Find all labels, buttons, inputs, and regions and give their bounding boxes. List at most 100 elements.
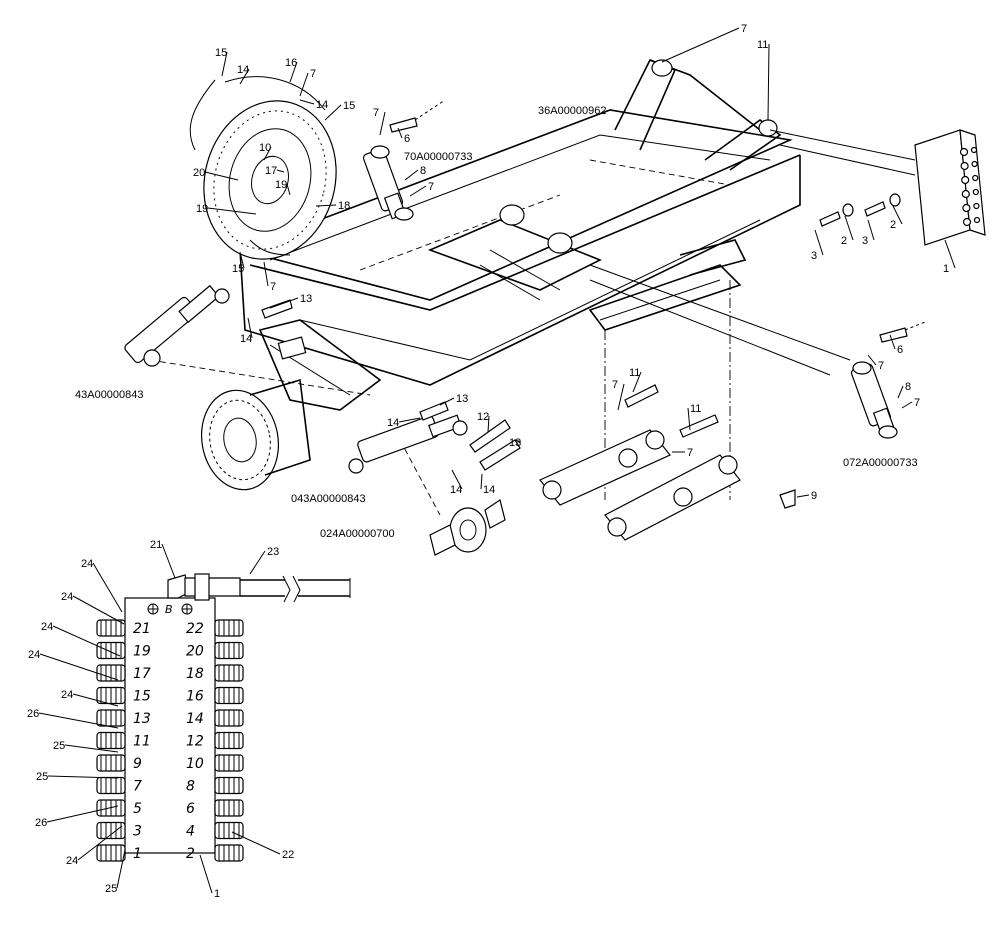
leader-line [397, 127, 403, 139]
callout-c9: 9 [811, 490, 817, 502]
fitting-left [96, 821, 126, 840]
callout-c3a: 3 [811, 250, 817, 262]
leader-line [52, 625, 121, 657]
leader-line [92, 562, 123, 613]
leader-line [64, 744, 119, 753]
leader-line [263, 261, 269, 287]
port-number-right: 22 [186, 621, 204, 637]
leader-lines [38, 27, 956, 894]
leader-line [897, 385, 904, 399]
callout-c7e: 7 [270, 281, 276, 293]
port-number-left: 9 [133, 756, 142, 772]
callout-c8a: 8 [420, 165, 426, 177]
callout-c7g: 7 [914, 397, 920, 409]
callout-c8b: 8 [905, 381, 911, 393]
leader-line [46, 805, 119, 823]
leader-line [72, 595, 125, 625]
link-arms [539, 429, 741, 541]
callout-c7d: 7 [428, 181, 434, 193]
leader-line [687, 407, 691, 431]
leader-line [844, 215, 854, 241]
leader-line [269, 297, 299, 309]
fitting-right [214, 641, 244, 660]
callout-c7c: 7 [373, 107, 379, 119]
callout-c14d: 14 [387, 417, 399, 429]
block-port [972, 174, 979, 182]
port-number-left: 7 [133, 779, 142, 795]
callout-c11b: 11 [629, 367, 640, 379]
callout-c7a: 7 [741, 23, 747, 35]
port-number-left: 17 [133, 666, 151, 682]
port-number-right: 4 [186, 824, 195, 840]
leader-line [814, 229, 824, 256]
leader-line [409, 185, 427, 197]
leader-line [286, 183, 291, 196]
callout-c24e: 24 [61, 689, 73, 701]
callout-c7i: 7 [687, 447, 693, 459]
callout-c15c: 15 [232, 263, 244, 275]
fitting-right [214, 844, 244, 862]
assembly-labels: 36A00000962 70A00000733 072A00000733 43A… [75, 105, 918, 616]
port-number-right: 14 [186, 711, 204, 727]
callout-c25a: 25 [53, 740, 65, 752]
block-port [961, 175, 970, 185]
leader-line [204, 171, 239, 181]
leader-line [767, 43, 770, 121]
leader-line [38, 712, 119, 729]
callout-c2b: 2 [890, 219, 896, 231]
callout-c1b: 1 [214, 888, 220, 900]
block-port [972, 188, 979, 196]
leader-line [77, 825, 123, 861]
callout-c7f: 7 [878, 360, 884, 372]
port-number-right: 12 [186, 734, 204, 750]
fitting-left [96, 776, 126, 795]
fitting-left [96, 754, 126, 772]
distribution-manifold [96, 573, 351, 862]
fitting-right [214, 686, 244, 705]
cylinder-mid [348, 414, 468, 474]
callout-c6a: 6 [404, 133, 410, 145]
leader-line [632, 371, 642, 393]
callout-c19a: 19 [275, 179, 287, 191]
callout-c15a: 15 [215, 47, 227, 59]
leader-line [161, 543, 176, 579]
callout-c19b: 19 [196, 203, 208, 215]
leader-line [451, 469, 463, 490]
leader-line [617, 383, 625, 411]
leader-line [315, 204, 337, 207]
leader-line [249, 550, 266, 575]
fitting-left [96, 709, 126, 727]
fitting-right [214, 619, 244, 637]
fitting-right [214, 821, 244, 840]
block-port [962, 217, 972, 227]
block-port [973, 216, 981, 224]
leader-line [889, 334, 896, 350]
leader-line [487, 415, 490, 433]
leader-line [263, 146, 272, 161]
swivel-hub [429, 499, 506, 556]
fitting-left [96, 641, 126, 660]
fitting-left [96, 844, 126, 862]
port-number-right: 8 [186, 779, 195, 795]
fitting-right [214, 709, 244, 727]
callout-c16: 16 [285, 57, 297, 69]
leader-line [289, 61, 298, 83]
callout-c21: 21 [150, 539, 162, 551]
callout-c14a: 14 [237, 64, 249, 76]
leader-line [901, 401, 913, 409]
leader-line [231, 831, 281, 855]
block-port [961, 189, 970, 199]
block-port [959, 147, 969, 157]
callout-c6b: 6 [897, 344, 903, 356]
leader-line [867, 354, 877, 366]
leader-line [398, 417, 421, 423]
leader-line [796, 494, 810, 498]
leader-line [944, 239, 956, 269]
fittings [261, 99, 926, 509]
callout-c10: 10 [259, 142, 271, 154]
cylinder-left [124, 284, 230, 367]
callout-c2a: 2 [841, 235, 847, 247]
assembly-label-wheel-hub: 024A00000700 [320, 528, 395, 540]
leader-line [239, 251, 245, 269]
